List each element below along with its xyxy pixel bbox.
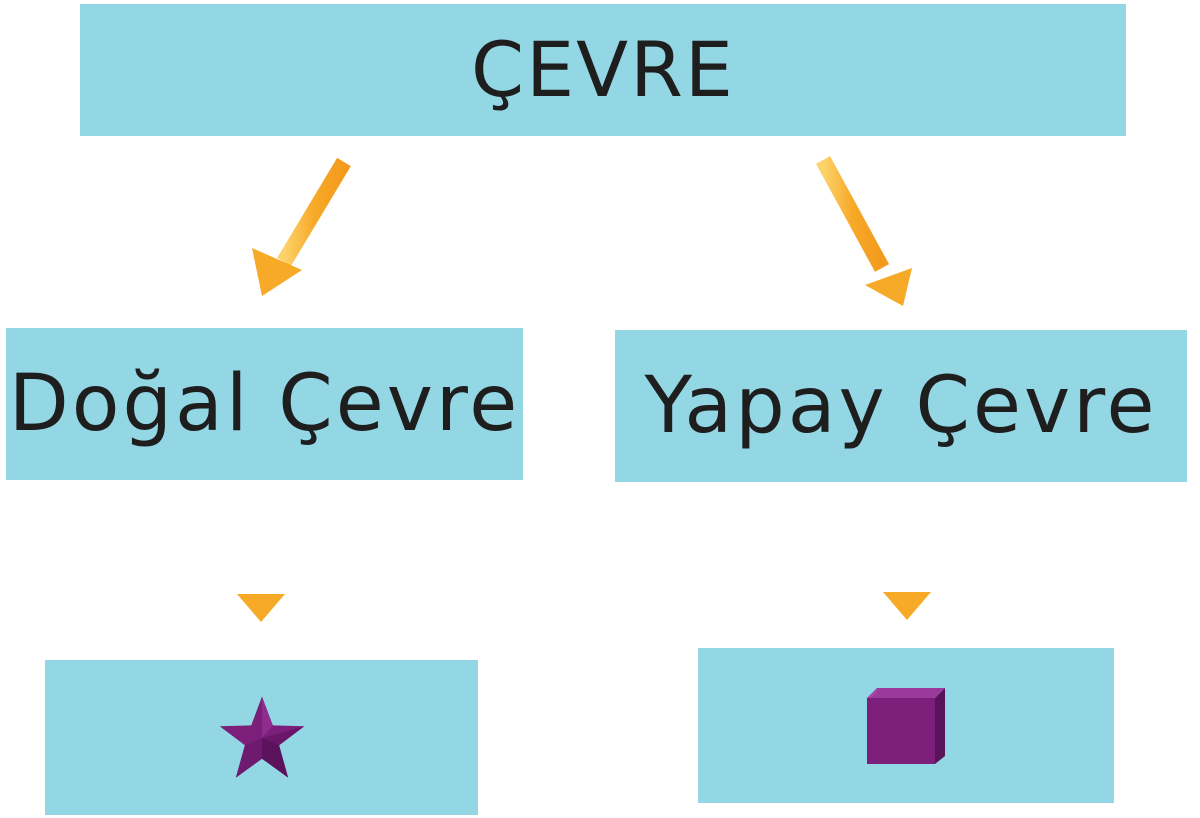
root-node: ÇEVRE [80, 4, 1126, 136]
natural-environment-leaf [45, 660, 478, 815]
arrow-natural-to-leaf [237, 510, 285, 622]
root-label: ÇEVRE [471, 25, 735, 114]
arrow-artificial-to-leaf [883, 510, 931, 620]
natural-environment-label: Doğal Çevre [8, 359, 521, 449]
star-icon [219, 696, 304, 778]
arrow-root-to-natural [252, 157, 351, 296]
cube-icon [867, 687, 945, 764]
artificial-environment-label: Yapay Çevre [644, 361, 1158, 451]
natural-environment-node: Doğal Çevre [6, 328, 523, 480]
artificial-environment-node: Yapay Çevre [615, 330, 1187, 482]
artificial-environment-leaf [698, 648, 1114, 803]
arrow-root-to-artificial [815, 156, 912, 306]
